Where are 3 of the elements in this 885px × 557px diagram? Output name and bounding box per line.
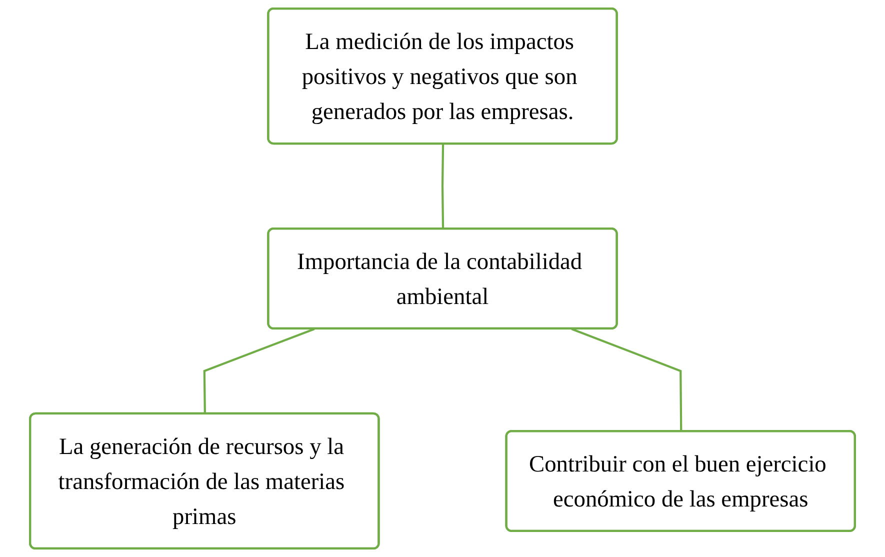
connector: [441, 144, 444, 230]
connector: [203, 328, 315, 414]
connector: [571, 328, 682, 432]
